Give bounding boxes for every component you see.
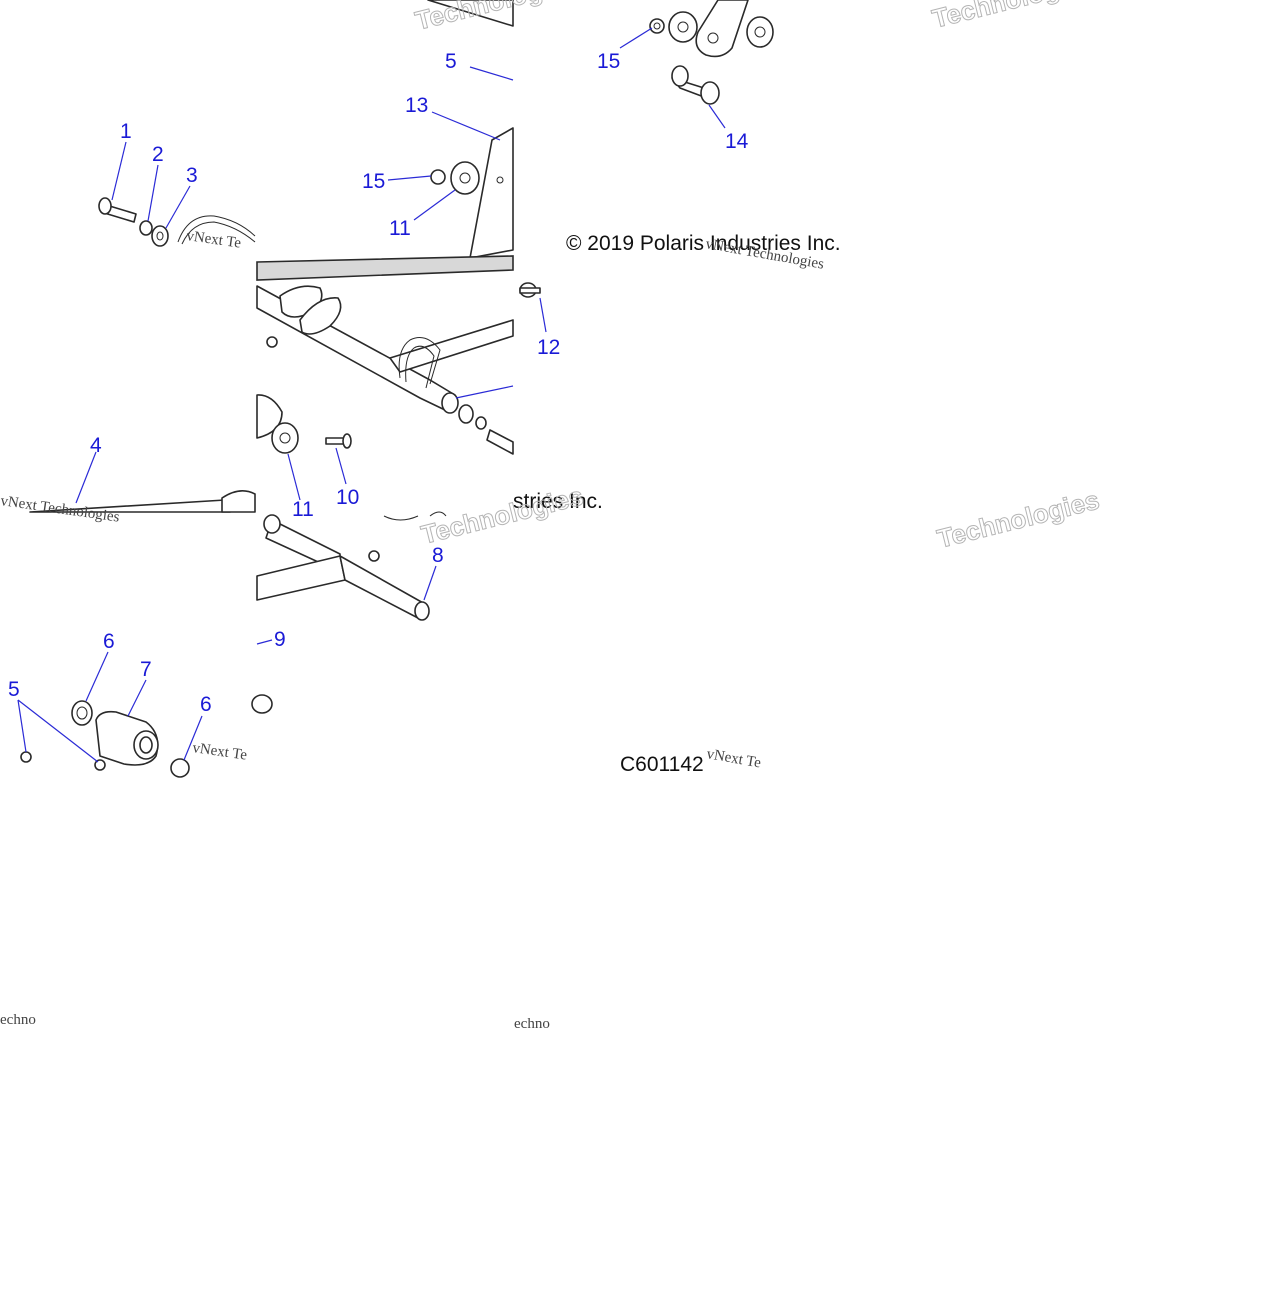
bushing-fragment: [251, 694, 273, 714]
callout-12: 12: [537, 336, 560, 359]
watermark-vnext-4: vNext Te: [191, 740, 248, 764]
watermark-technologies: Technologies: [929, 0, 1097, 34]
callout-4: 4: [90, 434, 102, 457]
callout-13: 13: [405, 94, 428, 117]
callout-6b: 6: [200, 693, 212, 716]
washer-3: [151, 225, 169, 247]
watermark-vnext-2: vNext Te: [185, 228, 242, 252]
frame-member-13: [469, 127, 514, 259]
callout-1: 1: [120, 120, 132, 143]
washer-11: [450, 161, 480, 195]
watermark-fragment-b: echno: [514, 1016, 550, 1032]
callout-6a: 6: [103, 630, 115, 653]
callout-11: 11: [389, 217, 411, 240]
nut-5b: [94, 759, 106, 771]
tile-lower-left: 6 7 6 5 vNext Te: [8, 630, 248, 778]
washer-top: [668, 11, 698, 43]
washer-11b: [271, 422, 299, 454]
tile-right: C601142 vNext Te Technologies: [620, 484, 1103, 776]
washer-top-right: [746, 16, 774, 48]
watermark-technologies-3: Technologies: [418, 481, 586, 550]
watermark-vnext-5: vNext Te: [705, 746, 762, 771]
callout-11b: 11: [292, 498, 314, 521]
callout-15b: 15: [362, 170, 385, 193]
lower-tube-c: [339, 555, 426, 619]
washer-6b: [170, 758, 190, 778]
watermark-fragment-a: echno: [0, 1012, 36, 1028]
callout-3: 3: [186, 164, 198, 187]
arm-bracket-top: [695, 0, 749, 58]
callout-9: 9: [274, 628, 286, 651]
tube-top: [427, 0, 514, 27]
lower-tube-b: [256, 555, 346, 601]
watermark-technologies-4: Technologies: [934, 485, 1102, 554]
callout-8: 8: [432, 544, 444, 567]
washer-center-a: [458, 404, 474, 424]
copyright-text: © 2019 Polaris Industries Inc.: [566, 232, 841, 255]
bolt-12: [519, 287, 541, 294]
watermark-fragments: echno echno: [0, 1012, 550, 1032]
callout-7: 7: [140, 658, 152, 681]
callout-5b: 5: [8, 678, 20, 701]
washer-center-b: [475, 416, 487, 430]
callout-14: 14: [725, 130, 749, 153]
grease-fitting-b: [368, 550, 380, 562]
crossbar: [256, 255, 514, 281]
callout-5: 5: [445, 50, 457, 73]
tile-upper-left: 1 2 3 vNext Te: [98, 120, 256, 252]
callout-2: 2: [152, 143, 164, 166]
rear-tube: [389, 319, 514, 373]
tile-left-middle: 4 vNext Technologies: [0, 434, 256, 526]
callout-15: 15: [597, 50, 620, 73]
grease-fitting: [266, 336, 278, 348]
clevis-plate-b: [299, 297, 342, 335]
nut-5a: [20, 751, 32, 763]
callout-10: 10: [336, 486, 359, 509]
figure-code: C601142: [620, 753, 704, 776]
copyright-fragment: stries Inc.: [513, 490, 603, 513]
nut-15: [430, 169, 446, 185]
tile-center: 11 10 12: [256, 255, 560, 521]
tile-upper-middle: 5 13 15 11 Technologies: [362, 0, 581, 259]
washer-2: [139, 220, 153, 236]
washer-6a: [71, 700, 93, 726]
nut-15-top: [649, 18, 665, 34]
tile-top-right: 15 14 Technologies © 2019 Polaris Indust…: [566, 0, 1098, 273]
watermark-vnext-3: vNext Technologies: [0, 493, 121, 526]
